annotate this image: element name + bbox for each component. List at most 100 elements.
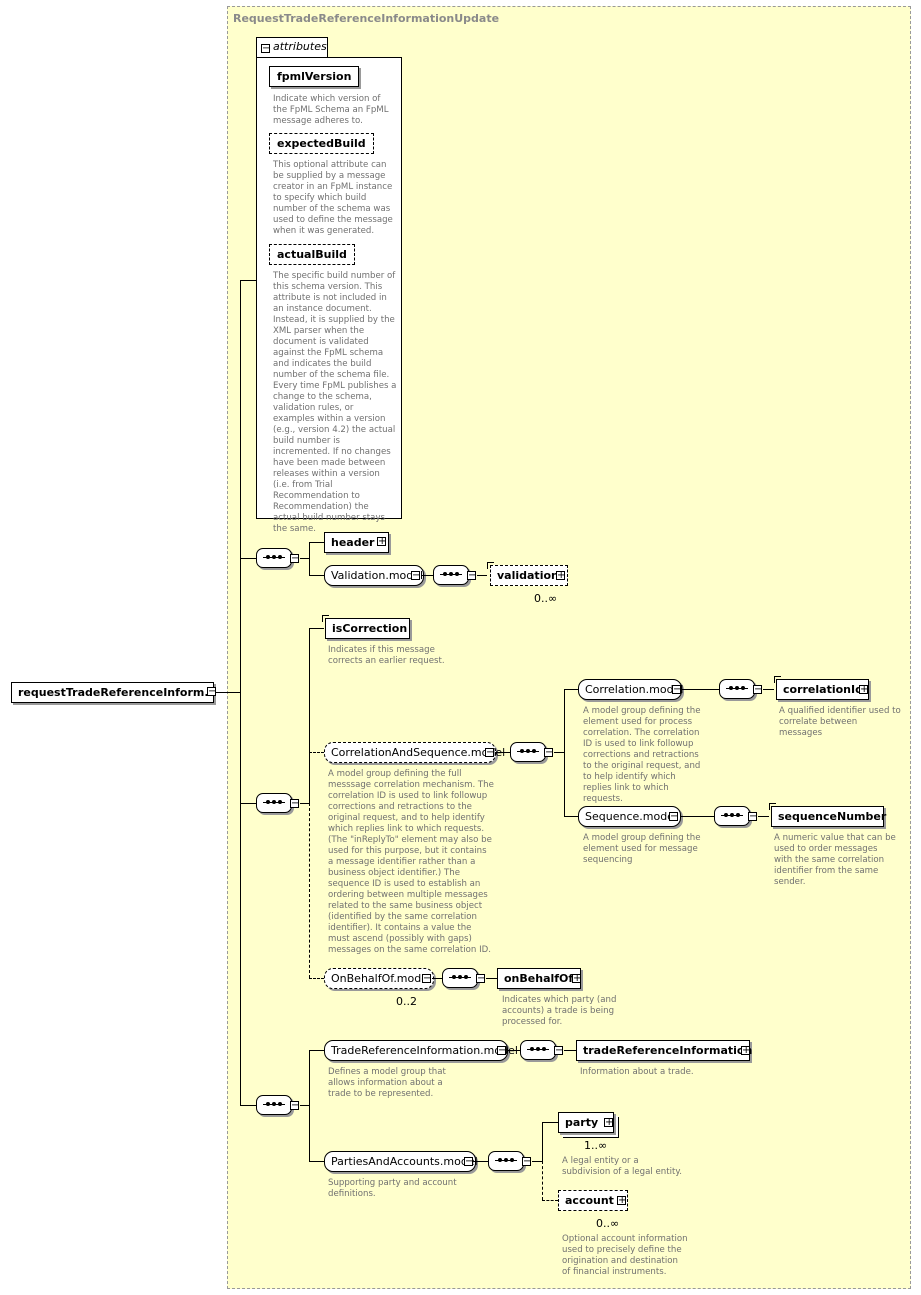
attribute-actual-build[interactable]: actualBuild [269,244,355,265]
element-account[interactable]: account [558,1190,628,1211]
collapse-icon[interactable]: − [464,1156,474,1167]
element-on-behalf-of-label: onBehalfOf [504,972,574,985]
stack-marker [487,562,494,569]
element-correlation-id[interactable]: correlationId [776,679,869,700]
attribute-actual-build-desc: The specific build number of this schema… [273,271,397,534]
group-on-behalf-of-model-label: OnBehalfOf.model [331,972,432,985]
collapse-icon[interactable]: − [290,1100,300,1111]
element-is-correction[interactable]: isCorrection [325,618,410,639]
sequence-compositor[interactable] [256,1095,292,1115]
sequence-compositor[interactable] [520,1040,556,1060]
element-correlation-id-label: correlationId [783,683,863,696]
connector [309,1161,324,1162]
connector [421,575,433,576]
expand-icon[interactable]: + [617,1195,627,1206]
group-validation-model[interactable]: Validation.model [324,565,424,586]
connector [495,752,510,753]
sequence-compositor[interactable] [442,968,478,988]
stack-marker [774,676,781,683]
connector [542,1122,543,1161]
connector [432,978,442,979]
connector [309,803,310,978]
collapse-icon[interactable]: − [554,1045,564,1056]
connector [507,1050,520,1051]
sequence-compositor[interactable] [488,1151,524,1171]
collapse-icon[interactable]: − [207,686,217,697]
connector [309,628,324,629]
sequence-compositor[interactable] [510,742,546,762]
collapse-icon[interactable]: − [290,553,300,564]
expand-icon[interactable]: + [556,570,566,581]
collapse-icon[interactable]: − [467,570,477,581]
connector [564,689,578,690]
element-party[interactable]: party [558,1112,614,1133]
parties-and-accounts-model-desc: Supporting party and account definitions… [328,1178,457,1199]
connector [240,280,241,1106]
collapse-icon[interactable]: − [748,811,758,822]
connector [309,542,310,575]
expand-icon[interactable]: + [859,684,869,695]
collapse-icon[interactable]: − [497,1045,507,1056]
element-trade-reference-information[interactable]: tradeReferenceInformation [576,1040,753,1061]
collapse-icon[interactable]: − [522,1156,532,1167]
element-header[interactable]: header [324,532,389,553]
group-sequence-model[interactable]: Sequence.model [578,806,681,827]
element-trade-reference-information-label: tradeReferenceInformation [583,1044,753,1057]
sequence-compositor[interactable] [714,806,750,826]
sequence-compositor[interactable] [433,565,469,585]
attribute-expected-build[interactable]: expectedBuild [269,133,374,154]
expand-icon[interactable]: + [572,973,582,984]
group-on-behalf-of-model[interactable]: OnBehalfOf.model [324,968,434,989]
collapse-icon[interactable]: − [672,684,682,695]
expand-icon[interactable]: + [741,1045,751,1056]
attribute-fpml-version[interactable]: fpmlVersion [269,66,360,87]
element-sequence-number[interactable]: sequenceNumber [771,806,887,827]
element-validation[interactable]: validation [490,565,568,586]
collapse-icon[interactable]: − [753,684,763,695]
group-correlation-model-label: Correlation.model [585,683,684,696]
group-correlation-and-sequence-model[interactable]: CorrelationAndSequence.model [324,742,505,763]
group-trade-reference-information-model[interactable]: TradeReferenceInformation.model [324,1040,518,1061]
connector [240,280,256,281]
sequence-compositor[interactable] [256,548,292,568]
expand-icon[interactable]: + [377,536,387,547]
type-title: RequestTradeReferenceInformationUpdate [233,12,500,25]
collapse-icon[interactable]: − [544,747,554,758]
connector [763,689,774,690]
connector [542,1122,558,1123]
connector [300,803,309,804]
element-party-label: party [565,1116,599,1129]
collapse-icon[interactable]: − [485,747,495,758]
element-sequence-number-label: sequenceNumber [778,810,887,823]
attribute-fpml-version-desc: Indicate which version of the FpML Schem… [273,94,389,126]
root-element[interactable]: requestTradeReferenceInform... [11,682,217,703]
connector [554,752,564,753]
collapse-icon[interactable]: − [411,570,421,581]
group-sequence-model-label: Sequence.model [585,810,678,823]
sequence-compositor[interactable] [719,679,755,699]
collapse-icon[interactable]: − [290,798,300,809]
collapse-icon[interactable]: − [422,973,432,984]
party-occurs: 1..∞ [584,1139,608,1152]
sequence-compositor[interactable] [256,793,292,813]
sequence-model-desc: A model group defining the element used … [583,833,701,865]
element-on-behalf-of[interactable]: onBehalfOf [497,968,581,989]
element-header-label: header [331,536,375,549]
collapse-icon[interactable]: − [476,973,486,984]
connector [300,1105,309,1106]
attributes-tab[interactable]: −attributes [256,37,328,57]
collapse-icon[interactable]: − [669,811,679,822]
group-correlation-model[interactable]: Correlation.model [578,679,684,700]
expand-icon[interactable]: + [604,1117,614,1128]
group-parties-and-accounts-model[interactable]: PartiesAndAccounts.model [324,1151,478,1172]
stack-marker [769,803,776,810]
connector [532,1161,542,1162]
connector [477,575,487,576]
collapse-icon[interactable]: − [261,43,271,54]
connector [758,816,769,817]
connector [309,1050,324,1051]
connector [240,1105,256,1106]
account-desc: Optional account information used to pre… [562,1234,688,1277]
element-validation-label: validation [497,569,559,582]
